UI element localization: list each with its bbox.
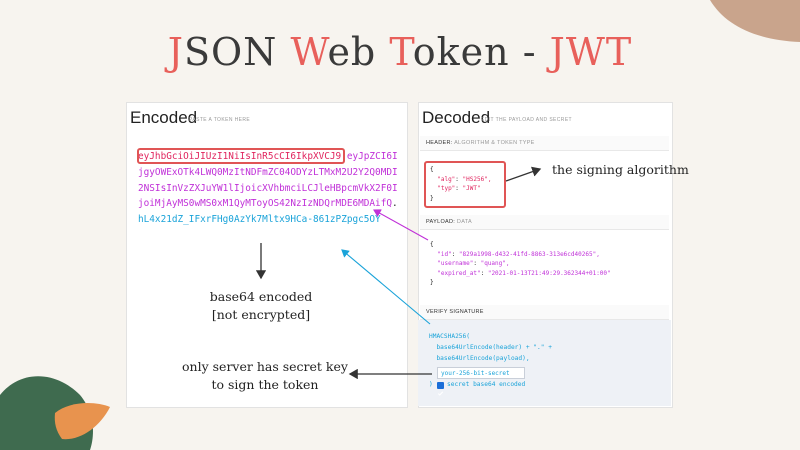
check-icon <box>437 391 444 396</box>
verify-section-bar: VERIFY SIGNATURE <box>420 305 669 320</box>
header-json[interactable]: { "alg": "HS256", "typ": "JWT" } <box>430 166 492 202</box>
verify-code: HMACSHA256( base64UrlEncode(header) + ".… <box>429 333 552 362</box>
encoded-panel <box>126 102 408 408</box>
payload-json[interactable]: { "id": "829a1998-d432-41fd-8863-313e6cd… <box>430 241 611 286</box>
header-section-bar: HEADER: ALGORITHM & TOKEN TYPE <box>420 136 669 151</box>
arrow-to-signing-label <box>505 166 542 182</box>
base64-checkbox[interactable] <box>437 382 444 396</box>
decor-blob-top-right <box>710 0 800 42</box>
annotation-signing-algorithm: the signing algorithm <box>552 162 689 177</box>
arrow-payload-to-token <box>373 209 429 241</box>
annotation-server-secret: only server has secret key to sign the t… <box>182 359 348 392</box>
arrow-verify-to-signature <box>341 249 431 325</box>
decoded-heading: Decoded <box>422 108 491 127</box>
encoded-heading: Encoded <box>130 108 198 127</box>
token-signature-part: hL4x21dZ_IFxrFHg0AzYk7Mltx9HCa-861zPZpgc… <box>138 214 381 226</box>
token-header-part: eyJhbGciOiJIUzI1NiIsInR5cCI6IkpXVCJ9 <box>138 151 342 162</box>
page-title: JSON Web Token - JWT <box>167 30 633 74</box>
verify-signature-area <box>418 320 671 406</box>
token-payload-part: eyJpZCI6IjgyOWExOTk4LWQ0MzItNDFmZC04ODYz… <box>138 151 398 210</box>
decor-blob-bottom-left <box>0 376 110 450</box>
base64-checkbox-label: secret base64 encoded <box>447 381 526 388</box>
verify-close-paren: ) <box>429 381 433 388</box>
token-header-highlight-box <box>137 148 345 164</box>
header-highlight-box <box>424 161 506 208</box>
encoded-subheading: PASTE A TOKEN HERE <box>189 117 251 123</box>
secret-input[interactable]: your-256-bit-secret <box>437 367 525 379</box>
annotation-base64-encoded: base64 encoded [not encrypted] <box>209 289 313 322</box>
decoded-subheading: EDIT THE PAYLOAD AND SECRET <box>481 117 573 123</box>
payload-section-bar: PAYLOAD: DATA <box>420 215 669 230</box>
